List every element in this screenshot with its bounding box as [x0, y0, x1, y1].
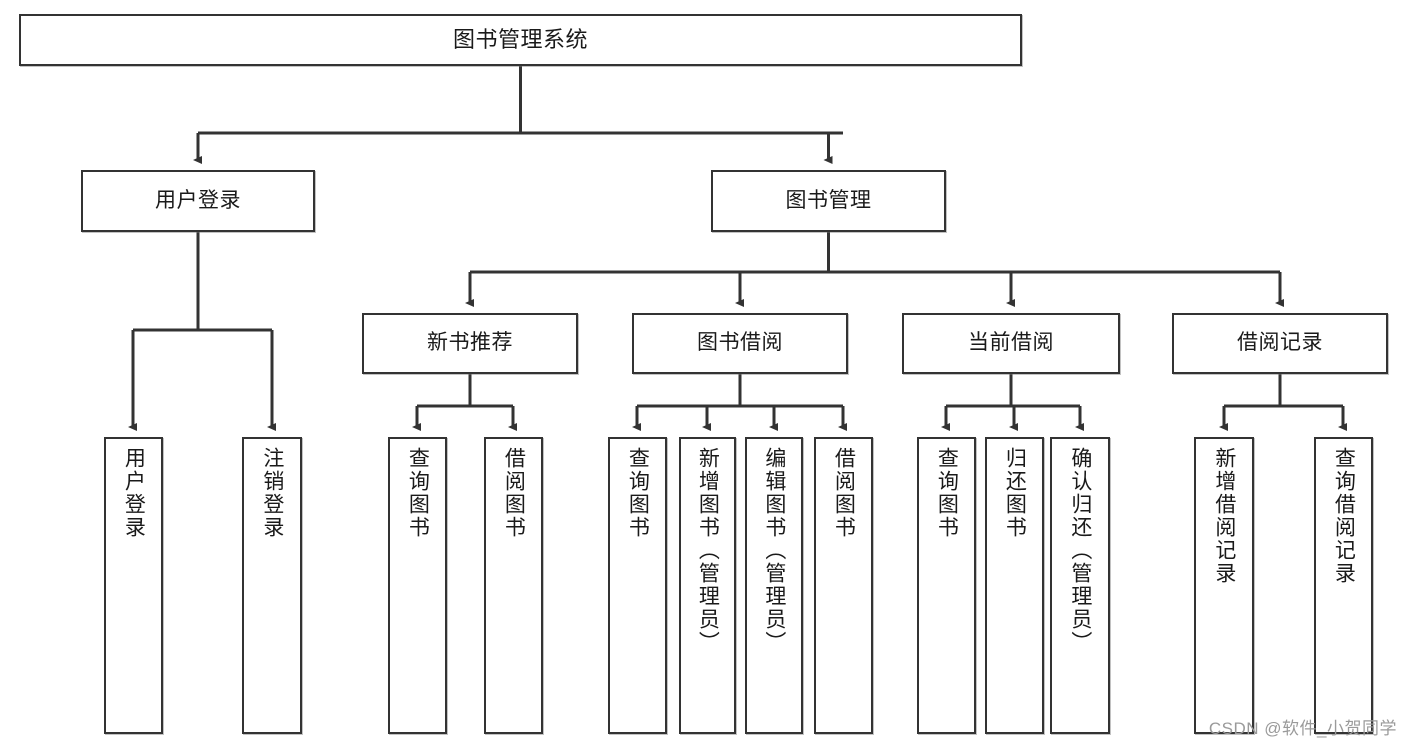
- node-label: 图书管理系统: [452, 27, 588, 53]
- node-label: 借阅记录: [1237, 331, 1323, 355]
- node-user-login[interactable]: 用户登录: [81, 170, 315, 232]
- node-label: 当前借阅: [968, 331, 1054, 355]
- leaf-query-book-borrow[interactable]: 查询图书: [608, 437, 667, 734]
- node-label: 图书借阅: [697, 331, 783, 355]
- node-label: 查询借阅记录: [1332, 447, 1356, 585]
- node-label: 查询图书: [935, 447, 959, 539]
- node-new-book-recommend[interactable]: 新书推荐: [362, 313, 578, 374]
- node-label: 查询图书: [626, 447, 650, 539]
- node-label: 借阅图书: [502, 447, 526, 539]
- node-label: 借阅图书: [832, 447, 856, 539]
- node-label: 用户登录: [155, 188, 241, 212]
- node-book-management[interactable]: 图书管理: [711, 170, 946, 232]
- leaf-edit-book-admin[interactable]: 编辑图书（管理员）: [745, 437, 803, 734]
- leaf-logout[interactable]: 注销登录: [242, 437, 302, 734]
- leaf-add-borrow-record[interactable]: 新增借阅记录: [1194, 437, 1254, 734]
- node-label: 查询图书: [406, 447, 430, 539]
- node-label: 新书推荐: [427, 331, 513, 355]
- node-book-borrow[interactable]: 图书借阅: [632, 313, 848, 374]
- node-label: 归还图书: [1003, 447, 1027, 539]
- leaf-query-book-recommend[interactable]: 查询图书: [388, 437, 447, 734]
- leaf-borrow-book[interactable]: 借阅图书: [814, 437, 873, 734]
- leaf-borrow-book-recommend[interactable]: 借阅图书: [484, 437, 543, 734]
- node-label: 图书管理: [785, 188, 872, 212]
- node-label: 新增借阅记录: [1212, 447, 1236, 585]
- node-label: 确认归还（管理员）: [1068, 447, 1092, 654]
- leaf-return-book[interactable]: 归还图书: [985, 437, 1044, 734]
- node-root-system[interactable]: 图书管理系统: [19, 14, 1022, 66]
- watermark-text: CSDN @软件_小贺同学: [1208, 719, 1397, 738]
- node-label: 新增图书（管理员）: [696, 447, 720, 654]
- node-label: 注销登录: [260, 447, 284, 539]
- node-current-borrow[interactable]: 当前借阅: [902, 313, 1120, 374]
- node-label: 用户登录: [122, 447, 146, 539]
- node-borrow-record[interactable]: 借阅记录: [1172, 313, 1388, 374]
- leaf-query-book-current[interactable]: 查询图书: [917, 437, 976, 734]
- leaf-add-book-admin[interactable]: 新增图书（管理员）: [679, 437, 736, 734]
- leaf-user-login[interactable]: 用户登录: [104, 437, 163, 734]
- leaf-confirm-return-admin[interactable]: 确认归还（管理员）: [1050, 437, 1110, 734]
- node-label: 编辑图书（管理员）: [762, 447, 786, 654]
- leaf-query-borrow-record[interactable]: 查询借阅记录: [1314, 437, 1373, 734]
